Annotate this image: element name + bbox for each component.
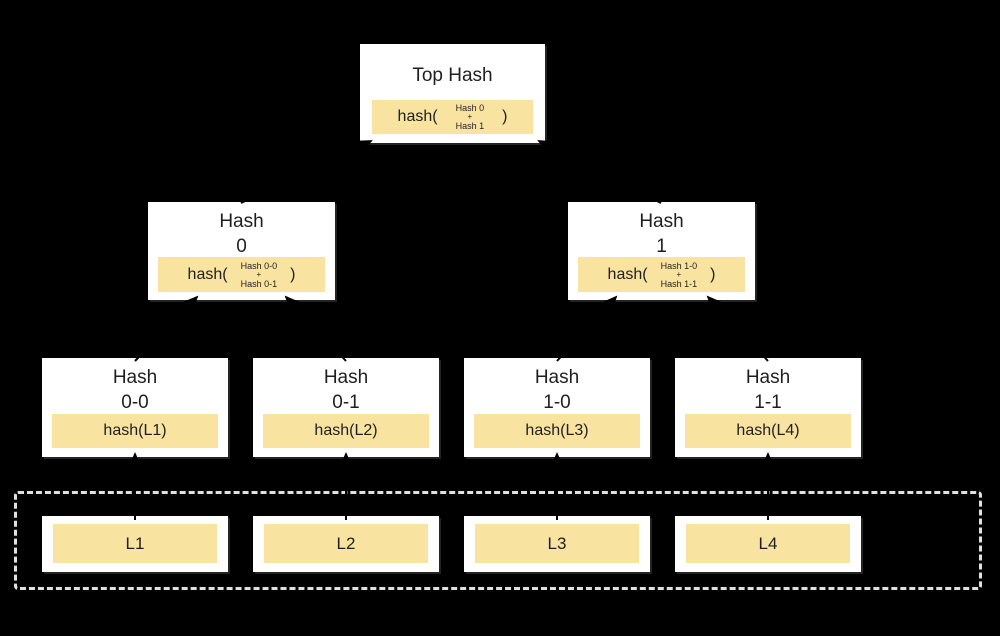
hash-1-formula: hash( Hash 1-0 + Hash 1-1 ) (578, 257, 745, 292)
connector-hash0-to-tophash (240, 140, 373, 204)
title-line-2: 0-1 (332, 392, 360, 413)
formula-operands: Hash 0 + Hash 1 (456, 103, 485, 131)
title-line-1: Hash (534, 367, 580, 388)
connector-hash11-to-hash1 (706, 295, 769, 362)
title-line-2: 1 (656, 236, 667, 257)
hash-value-text: hash(L3) (525, 422, 589, 439)
title-line-1: Hash (219, 211, 264, 232)
title-line-1: Hash (639, 211, 684, 232)
data-block-label: L4 (758, 533, 778, 553)
hash-0-0-value: hash(L1) (52, 414, 218, 448)
node-data-l4: L4 (675, 516, 861, 572)
data-block-l4: L4 (686, 524, 850, 563)
title-line-2: 0 (236, 236, 247, 257)
node-hash-1-1-title: Hash 1-1 (675, 365, 861, 415)
title-line-2: 0-0 (121, 392, 149, 413)
title-line-2: 1-0 (543, 392, 571, 413)
data-block-label: L1 (125, 533, 145, 553)
connector-hash1-to-tophash (537, 140, 662, 204)
hash-1-1-value: hash(L4) (685, 414, 851, 448)
top-hash-formula: hash( Hash 0 + Hash 1 ) (372, 100, 533, 134)
node-hash-0-0-title: Hash 0-0 (42, 365, 228, 415)
title-line-1: Hash (112, 367, 158, 388)
node-hash-0: Hash 0 hash( Hash 0-0 + Hash 0-1 ) (148, 202, 335, 300)
hash-value-text: hash(L1) (103, 422, 167, 439)
operand-bottom: Hash 1 (455, 121, 485, 131)
node-top-hash: Top Hash hash( Hash 0 + Hash 1 ) (360, 44, 545, 143)
formula-close: ) (290, 265, 296, 283)
formula-close: ) (502, 108, 508, 125)
formula-open: hash( (187, 265, 228, 283)
formula-close: ) (710, 265, 716, 283)
plus-sign: + (676, 269, 682, 279)
node-hash-1-0: Hash 1-0 hash(L3) (464, 358, 650, 457)
formula-open: hash( (397, 108, 438, 125)
plus-sign: + (256, 269, 262, 279)
data-block-label: L2 (336, 533, 356, 553)
node-hash-1-0-title: Hash 1-0 (464, 365, 650, 415)
node-hash-1-1: Hash 1-1 hash(L4) (675, 358, 861, 457)
formula-open: hash( (607, 265, 648, 283)
data-block-l2: L2 (264, 524, 428, 563)
node-hash-1: Hash 1 hash( Hash 1-0 + Hash 1-1 ) (568, 202, 755, 300)
formula-operands: Hash 0-0 + Hash 0-1 (241, 261, 278, 289)
plus-sign: + (467, 112, 473, 121)
operand-top: Hash 1-0 (660, 260, 698, 271)
title-line-1: Hash (323, 367, 369, 388)
operand-bottom: Hash 0-1 (240, 278, 278, 289)
formula-operands: Hash 1-0 + Hash 1-1 (661, 261, 698, 289)
node-data-l1: L1 (42, 516, 228, 572)
node-data-l2: L2 (253, 516, 439, 572)
node-hash-0-1-title: Hash 0-1 (253, 365, 439, 415)
connector-hash10-to-hash1 (556, 295, 618, 362)
node-top-hash-title: Top Hash (412, 65, 493, 86)
node-hash-0-1: Hash 0-1 hash(L2) (253, 358, 439, 457)
data-blocks-container (14, 491, 982, 590)
node-hash-1-title: Hash 1 (568, 209, 755, 259)
connector-hash00-to-hash0 (134, 295, 199, 362)
title-line-2: 1-1 (754, 392, 782, 413)
data-block-label: L3 (547, 533, 567, 553)
hash-value-text: hash(L2) (314, 422, 378, 439)
operand-top: Hash 0-0 (240, 260, 278, 271)
node-data-l3: L3 (464, 516, 650, 572)
node-hash-0-title: Hash 0 (148, 209, 335, 259)
operand-top: Hash 0 (455, 103, 485, 113)
hash-1-0-value: hash(L3) (474, 414, 640, 448)
hash-0-formula: hash( Hash 0-0 + Hash 0-1 ) (158, 257, 325, 292)
data-block-l3: L3 (475, 524, 639, 563)
hash-value-text: hash(L4) (736, 422, 800, 439)
operand-bottom: Hash 1-1 (660, 278, 698, 289)
connector-hash01-to-hash0 (284, 295, 347, 362)
hash-0-1-value: hash(L2) (263, 414, 429, 448)
node-hash-0-0: Hash 0-0 hash(L1) (42, 358, 228, 457)
data-block-l1: L1 (53, 524, 217, 563)
title-line-1: Hash (745, 367, 791, 388)
